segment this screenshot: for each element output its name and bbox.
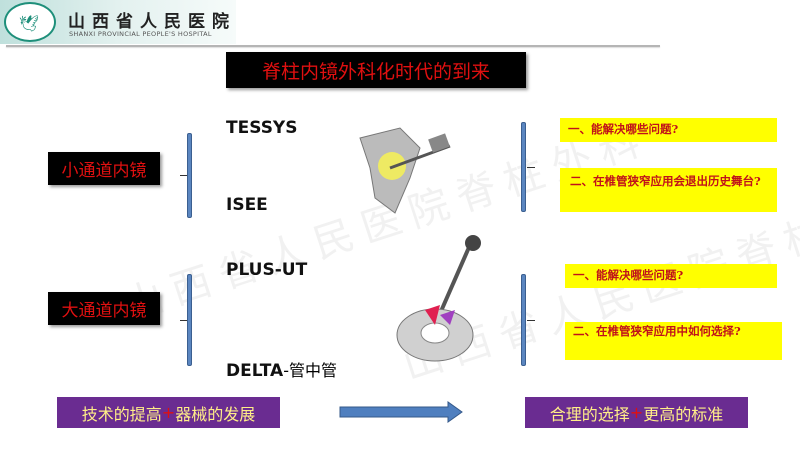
technique-isee: ISEE xyxy=(226,195,268,215)
technique-delta: DELTA-管中管 xyxy=(226,357,337,381)
delta-suffix: -管中管 xyxy=(283,361,337,380)
question-box: 二、在椎管狭窄应用中如何选择? xyxy=(565,322,782,360)
delta-label: DELTA xyxy=(226,361,284,381)
question-box: 一、能解决哪些问题? xyxy=(560,118,777,142)
summary-text: 技术的提高 xyxy=(81,404,162,424)
large-channel-endoscope-illustration xyxy=(396,235,481,362)
right-bracket-large xyxy=(521,274,526,366)
bottom-left-summary: 技术的提高+器械的发展 xyxy=(57,397,280,428)
bottom-right-summary: 合理的选择+更高的标准 xyxy=(525,397,748,428)
hospital-name: 山西省人民医院 xyxy=(68,12,236,32)
hospital-name-en: SHANXI PROVINCIAL PEOPLE'S HOSPITAL xyxy=(69,30,212,38)
summary-text: 合理的选择 xyxy=(549,404,630,424)
technique-tessys: TESSYS xyxy=(226,118,298,138)
question-box: 一、能解决哪些问题? xyxy=(565,264,777,288)
large-channel-label: 大通道内镜 xyxy=(48,292,160,325)
question-box: 二、在椎管狭窄应用会退出历史舞台? xyxy=(560,168,777,212)
transforaminal-endoscope-illustration xyxy=(359,127,451,214)
header-divider xyxy=(6,45,660,47)
small-channel-label: 小通道内镜 xyxy=(48,152,160,185)
bracket-tick xyxy=(527,167,535,168)
dove-logo-icon: 🕊 xyxy=(4,2,56,42)
right-arrow-icon xyxy=(339,401,463,423)
bracket-tick xyxy=(527,320,535,321)
bracket-tick xyxy=(180,175,188,176)
summary-text: 器械的发展 xyxy=(175,404,256,424)
plus-sign: + xyxy=(161,403,176,422)
plus-sign: + xyxy=(629,403,644,422)
right-bracket-small xyxy=(521,122,526,212)
slide-title: 脊柱内镜外科化时代的到来 xyxy=(226,52,526,88)
summary-text: 更高的标准 xyxy=(643,404,724,424)
technique-plus-ut: PLUS-UT xyxy=(226,260,308,280)
bracket-tick xyxy=(180,320,188,321)
left-bracket-large xyxy=(187,274,192,366)
left-bracket-small xyxy=(187,133,192,218)
